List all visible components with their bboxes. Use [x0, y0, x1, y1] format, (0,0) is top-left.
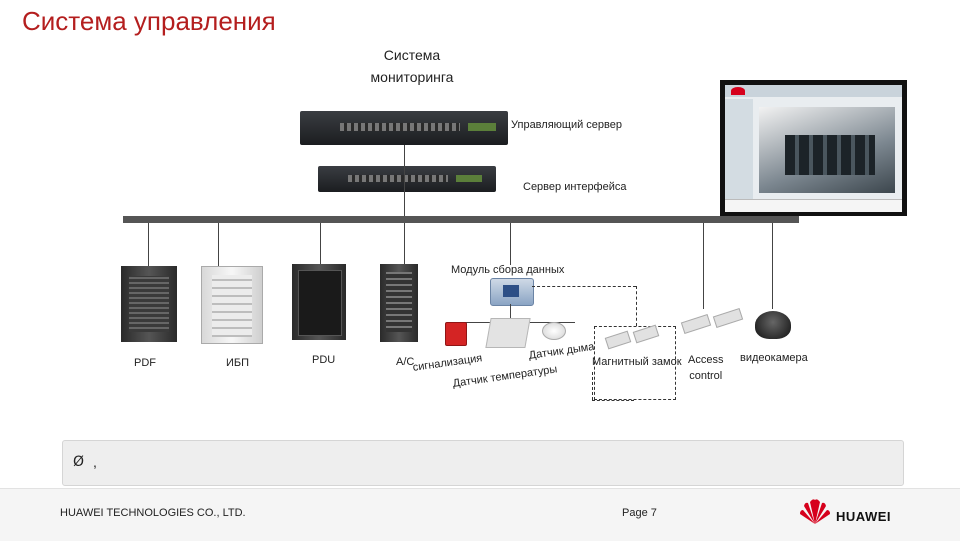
connector-access-control — [703, 223, 704, 309]
smoke-label: Датчик дыма — [528, 340, 596, 362]
connector-pdf — [148, 223, 149, 268]
camera-label: видеокамера — [740, 352, 808, 364]
pdu-cabinet-image — [292, 264, 346, 340]
alarm-label: сигнализация — [412, 352, 483, 374]
ac-label: A/C — [396, 356, 415, 368]
smoke-detector-image — [542, 322, 566, 340]
magnetic-lock-label: Магнитный замок — [592, 356, 682, 368]
control-server-label: Управляющий сервер — [511, 119, 622, 131]
data-module-image — [490, 278, 534, 306]
note-text: , — [93, 454, 97, 470]
note-box: Ø , — [62, 440, 904, 486]
access-control-image-1 — [680, 313, 712, 335]
magnetic-lock-group — [594, 326, 676, 400]
connector-camera — [772, 223, 773, 309]
access-control-line-2: control — [689, 370, 723, 382]
ac-unit-image — [380, 264, 418, 342]
access-control-line-1: Access — [688, 354, 724, 366]
interface-server-image — [318, 166, 496, 192]
temperature-sensor-image — [485, 318, 531, 348]
pdu-label: PDU — [312, 354, 336, 366]
connector-pdu — [320, 223, 321, 268]
slide-title: Система управления — [22, 6, 276, 36]
monitoring-system-line-2: мониторинга — [370, 69, 454, 85]
monitoring-screen — [725, 85, 902, 212]
footer-page-number: Page 7 — [622, 507, 657, 519]
dashed-drop — [592, 372, 594, 400]
huawei-flower-logo-icon — [798, 498, 832, 526]
connector-to-magnetic-lock-down — [636, 286, 638, 326]
control-server-image — [300, 111, 508, 145]
connector-data-module — [510, 223, 511, 265]
interface-server-label: Сервер интерфейса — [523, 181, 627, 193]
ups-cabinet-image — [201, 266, 263, 344]
pdf-label: PDF — [134, 357, 156, 369]
connector-module-down — [510, 304, 511, 322]
connector-to-magnetic-lock — [532, 286, 636, 288]
alarm-device-image — [445, 322, 467, 346]
camera-image — [755, 311, 791, 339]
ups-label: ИБП — [226, 357, 250, 369]
access-control-label: Access control — [688, 352, 723, 384]
footer-bar — [0, 488, 960, 541]
pdf-cabinet-image — [121, 266, 177, 342]
connector-servers-to-data-module — [404, 223, 405, 265]
monitoring-system-label: Система мониторинга — [360, 44, 464, 88]
access-control-image-2 — [712, 307, 744, 329]
footer-brand-text: HUAWEI — [836, 509, 891, 524]
connector-servers-to-bus — [404, 145, 405, 216]
temperature-label: Датчик температуры — [452, 363, 558, 390]
monitoring-system-line-1: Система — [383, 47, 441, 63]
data-module-label: Модуль сбора данных — [451, 264, 565, 276]
network-bus — [123, 216, 799, 223]
dashed-bottom — [592, 400, 634, 402]
connector-ups — [218, 223, 219, 268]
footer-company: HUAWEI TECHNOLOGIES CO., LTD. — [60, 507, 246, 519]
huawei-logo-icon — [731, 87, 745, 95]
bullet-arrow-icon: Ø — [73, 454, 85, 470]
